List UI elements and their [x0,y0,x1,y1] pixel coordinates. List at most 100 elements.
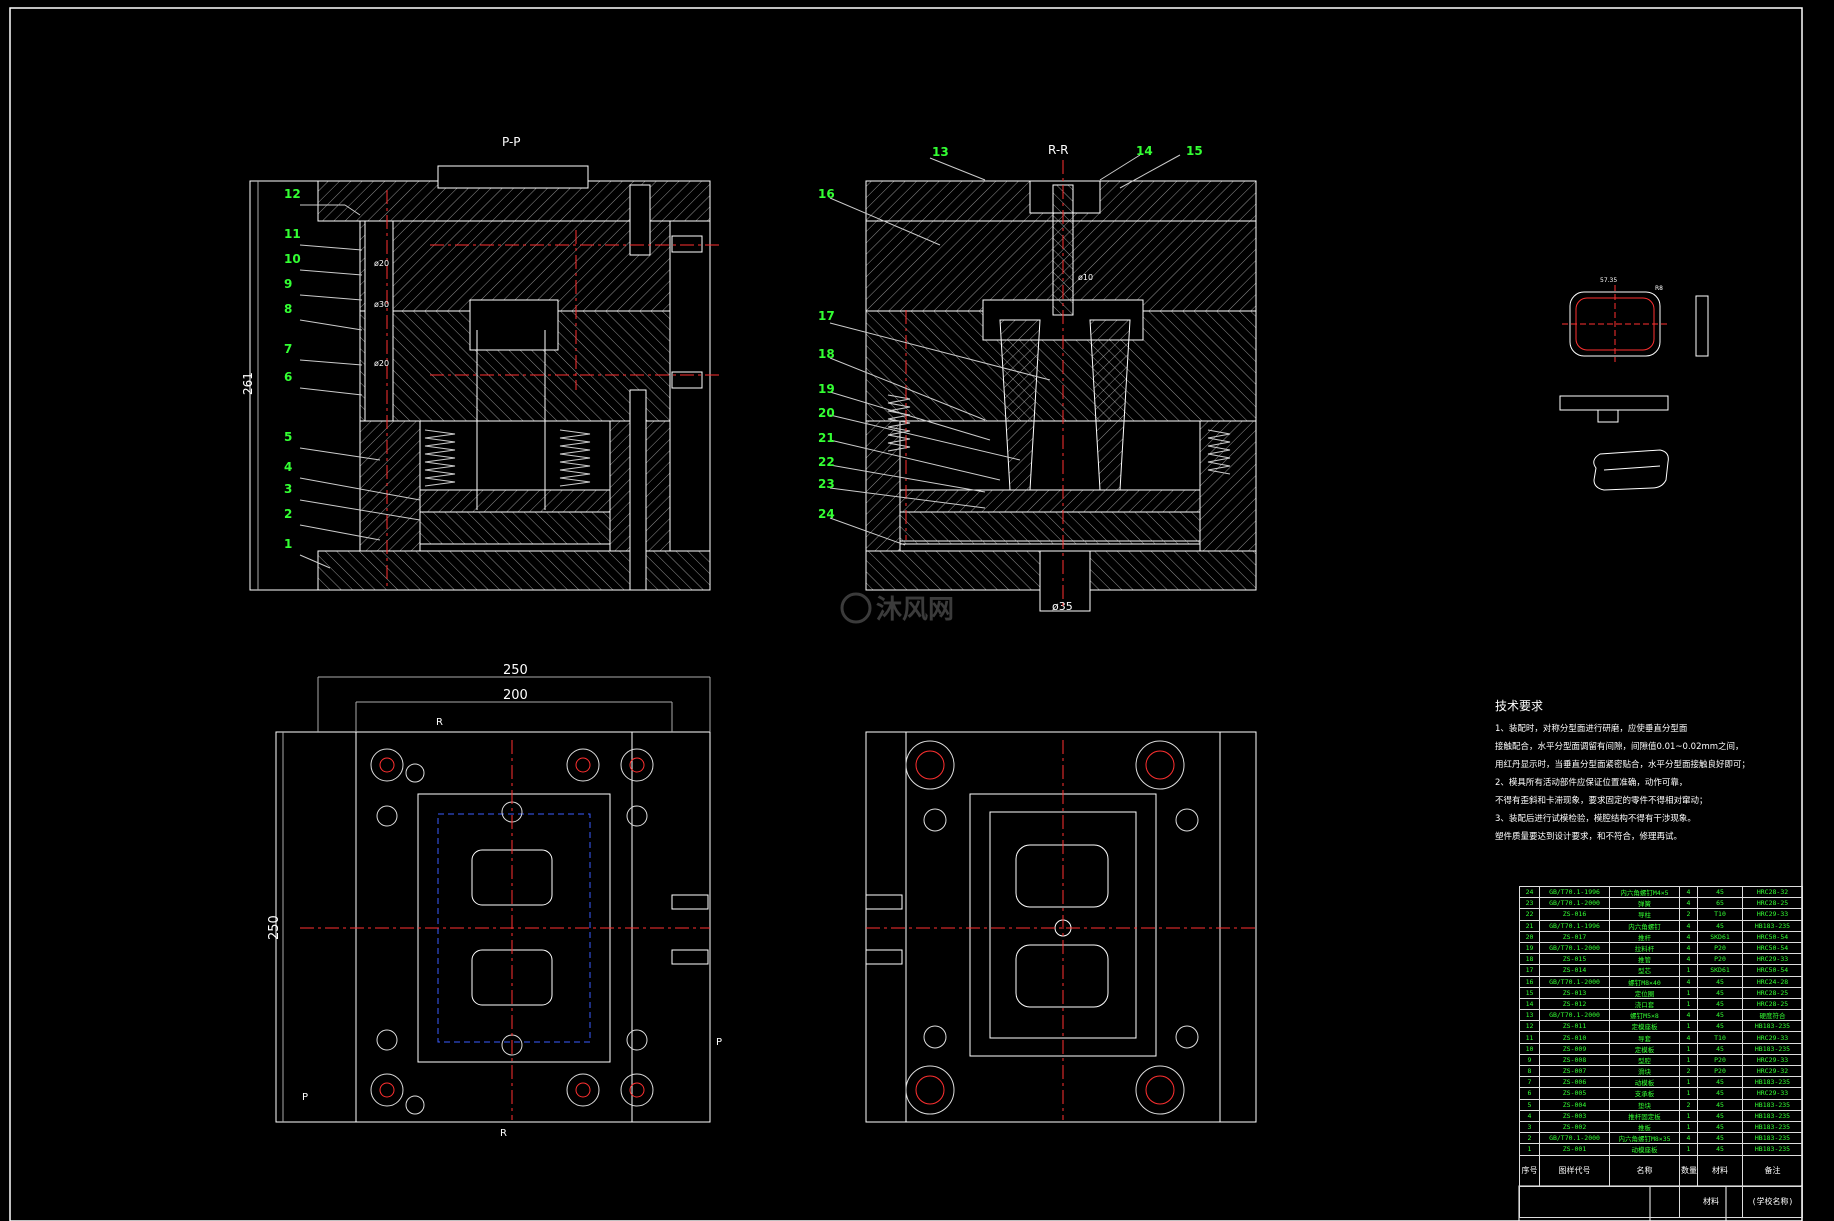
bom-header-cell: 备注 [1742,1154,1803,1187]
bom-cell: GB/T70.1-1996 [1539,885,1610,899]
bom-cell: 硬度符合 [1742,1009,1803,1022]
bom-cell: 1 [1679,1020,1698,1033]
callout-8: 8 [284,302,292,316]
bom-cell: HB183-235 [1742,1120,1803,1134]
bom-cell: 2 [1679,1064,1698,1078]
bom-cell: ZS-005 [1539,1087,1610,1100]
bom-cell: 型腔 [1609,1053,1680,1067]
dim-part-radius: R8 [1655,285,1663,292]
callout-14: 14 [1136,144,1153,158]
bom-cell: 7 [1519,1076,1540,1089]
bom-header-cell: 名称 [1609,1154,1680,1187]
bom-cell: ZS-001 [1539,1143,1610,1156]
bom-cell: 12 [1519,1020,1540,1033]
dim-250-side: 250 [267,915,282,940]
bom-cell: 1 [1679,1087,1698,1100]
bom-cell: 45 [1697,1076,1743,1089]
bom-cell: HB183-235 [1742,1143,1803,1156]
bom-cell: GB/T70.1-2000 [1539,975,1610,988]
bom-cell: 动模板 [1609,1076,1680,1089]
callout-11: 11 [284,227,301,241]
bom-cell: 4 [1679,1132,1698,1145]
callout-9: 9 [284,277,292,291]
bom-footer-cell [1519,1185,1680,1218]
bom-cell: 4 [1679,953,1698,966]
technical-requirements: 技术要求 1、装配时，对称分型面进行研磨，应使垂直分型面 接触配合，水平分型面调… [1495,697,1795,846]
callout-19: 19 [818,382,835,396]
bom-cell: ZS-016 [1539,908,1610,921]
marker-r-top: R [436,717,443,728]
callout-10: 10 [284,252,301,266]
bom-cell: 2 [1519,1132,1540,1145]
tech-line-3: 用红丹显示时，当垂直分型面紧密贴合，水平分型面接触良好即可； [1495,760,1751,770]
bom-cell: 导柱 [1609,908,1680,921]
plan-view-fixed-half [865,731,1257,1123]
bom-cell: 1 [1679,1053,1698,1067]
section-view-rr: R-R ø35 ø10 [829,143,1257,613]
bom-cell: 浇口套 [1609,997,1680,1011]
bom-cell: HRC50-54 [1742,964,1803,977]
bom-cell: 1 [1679,1109,1698,1122]
bom-cell: HRC29-33 [1742,953,1803,966]
bom-cell: 滑块 [1609,1064,1680,1078]
bom-cell: ZS-007 [1539,1064,1610,1078]
bom-header-cell: 材料 [1697,1154,1743,1187]
bom-cell: GB/T70.1-2000 [1539,941,1610,955]
bom-header-cell: 图样代号 [1539,1154,1610,1187]
bom-cell: HRC29-33 [1742,1053,1803,1067]
bom-cell: 内六角螺钉M8×35 [1609,1132,1680,1145]
bom-cell: 18 [1519,953,1540,966]
tech-line-4: 2、模具所有活动部件应保证位置准确，动作可靠， [1495,778,1688,788]
bom-cell: HB183-235 [1742,919,1803,932]
bom-cell: ZS-017 [1539,930,1610,943]
bom-cell: ZS-014 [1539,964,1610,977]
bom-cell: 4 [1679,1009,1698,1022]
bom-cell: ZS-013 [1539,986,1610,999]
part-views: 57.35 R8 [1559,277,1709,491]
bom-cell: GB/T70.1-2000 [1539,1132,1610,1145]
bom-cell: ZS-010 [1539,1031,1610,1044]
bom-cell: 5 [1519,1098,1540,1111]
tech-line-1: 1、装配时，对称分型面进行研磨，应使垂直分型面 [1495,724,1688,734]
bom-cell: P20 [1697,941,1743,955]
bom-cell: HRC29-33 [1742,1031,1803,1044]
tech-line-2: 接触配合，水平分型面调留有间隙，间隙值0.01~0.02mm之间， [1495,742,1744,752]
bom-cell: 1 [1679,997,1698,1011]
callout-2: 2 [284,507,292,521]
bom-cell: 45 [1697,1087,1743,1100]
dim-250-top: 250 [503,663,528,678]
bom-footer-cell: (学校名称) [1742,1185,1803,1218]
bom-header-cell: 数量 [1679,1154,1698,1187]
callout-12: 12 [284,187,301,201]
bom-cell: 4 [1679,1031,1698,1044]
bom-cell: 定模板 [1609,1042,1680,1055]
bom-cell: 24 [1519,885,1540,899]
bom-cell: 45 [1697,1042,1743,1055]
callout-3: 3 [284,482,292,496]
bom-cell: ZS-015 [1539,953,1610,966]
rr-title: R-R [1048,143,1069,157]
bom-cell: HB183-235 [1742,1109,1803,1122]
bom-cell: 拉料杆 [1609,941,1680,955]
bom-cell: 2 [1679,1098,1698,1111]
bom-cell: ZS-008 [1539,1053,1610,1067]
section-view-pp: P-P [241,135,720,591]
bom-cell: 9 [1519,1053,1540,1067]
bom-cell: 推杆 [1609,930,1680,943]
bom-cell: 定模座板 [1609,1020,1680,1033]
bom-cell: GB/T70.1-2000 [1539,1009,1610,1022]
callout-16: 16 [818,187,835,201]
bom-cell: 45 [1697,997,1743,1011]
bom-cell: 4 [1679,919,1698,932]
bom-header-row: 序号图样代号名称数量材料备注 [1519,1154,1803,1187]
